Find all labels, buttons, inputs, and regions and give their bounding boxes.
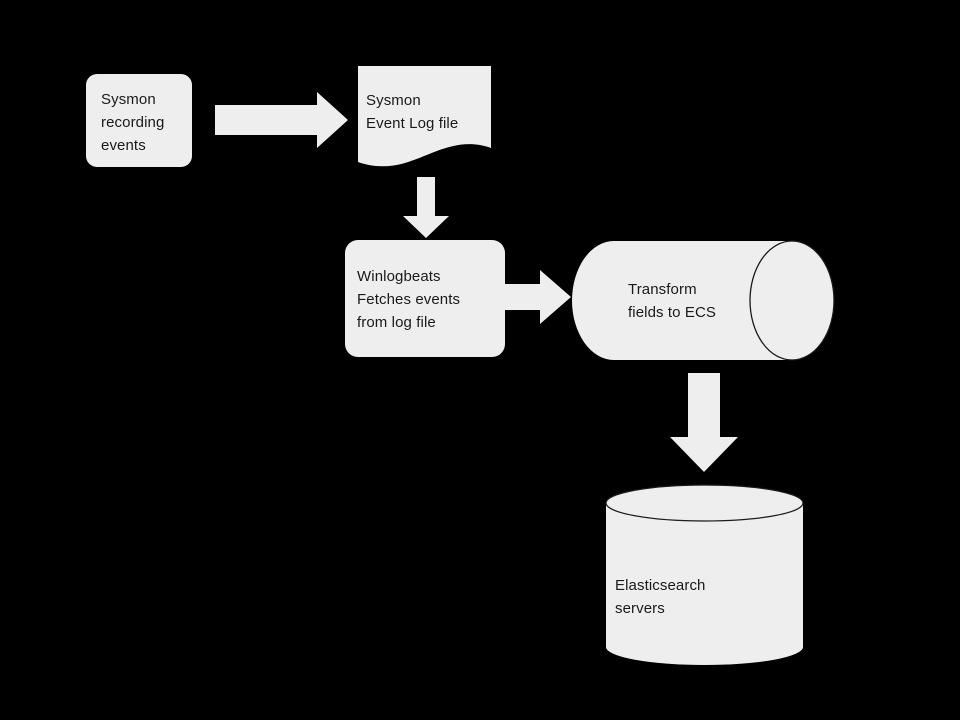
arrow-sysmon-to-logfile[interactable] bbox=[215, 92, 348, 148]
node-sysmon-event-log-file[interactable] bbox=[358, 66, 491, 167]
arrow-logfile-to-winlogbeats[interactable] bbox=[403, 177, 449, 238]
arrow-winlogbeats-to-transform[interactable] bbox=[505, 270, 571, 324]
node-label-elasticsearch-servers: Elasticsearch servers bbox=[615, 577, 706, 617]
node-winlogbeats-fetches-events[interactable] bbox=[345, 240, 505, 357]
node-label-transform-fields-to-ecs: Transform fields to ECS bbox=[628, 281, 717, 321]
node-elasticsearch-servers[interactable] bbox=[605, 484, 804, 665]
arrow-transform-to-elasticsearch[interactable] bbox=[670, 373, 738, 472]
node-label-winlogbeats-fetches-events: Winlogbeats Fetches events from log file bbox=[357, 268, 461, 331]
node-transform-fields-to-ecs[interactable] bbox=[572, 240, 835, 361]
node-label-sysmon-event-log-file: Sysmon Event Log file bbox=[366, 92, 459, 132]
node-sysmon-recording-events[interactable] bbox=[86, 74, 192, 167]
node-label-sysmon-recording-events: Sysmon recording events bbox=[101, 91, 165, 154]
